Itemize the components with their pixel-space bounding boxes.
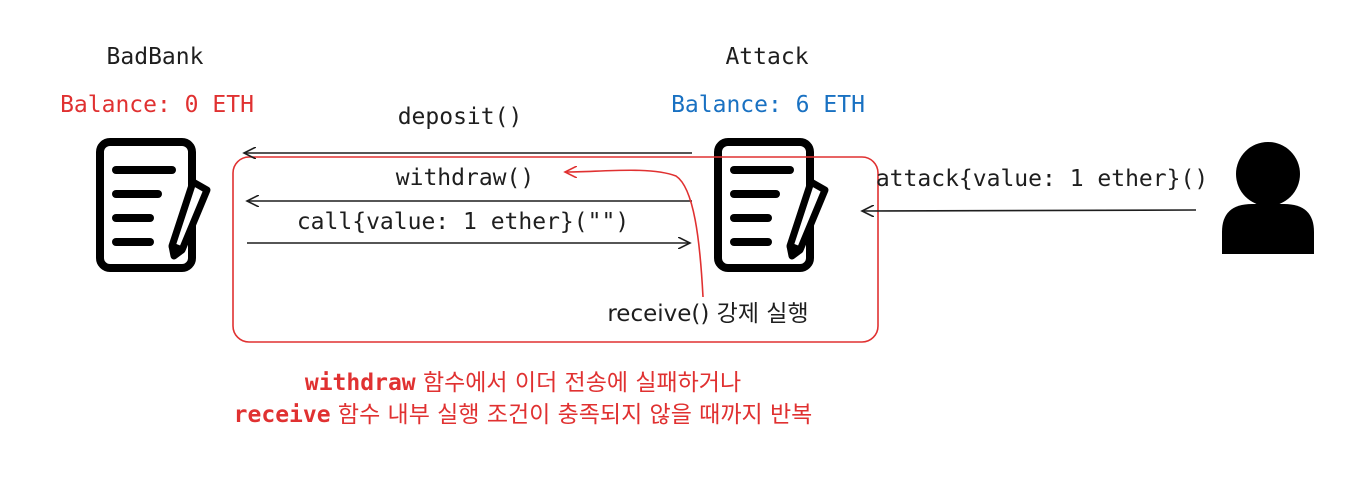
deposit-label: deposit() [398,104,523,130]
call-value-label: call{value: 1 ether}("") [297,209,629,235]
attack-call-label: attack{value: 1 ether}() [876,166,1208,192]
reentrancy-loop-box [232,156,879,343]
badbank-title: BadBank [107,44,204,70]
note-line-2-text: 함수 내부 실행 조건이 충족되지 않을 때까지 반복 [331,402,813,428]
attack-title: Attack [725,44,808,70]
attack-balance: Balance: 6 ETH [671,92,865,118]
reentrancy-loop-arrow [565,170,704,298]
contract-document-icon [100,142,207,268]
note-line-1: withdraw 함수에서 이더 전송에 실패하거나 [305,370,741,396]
receive-label: receive() 강제 실행 [607,301,808,327]
note-line-2: receive 함수 내부 실행 조건이 충족되지 않을 때까지 반복 [234,402,813,428]
withdraw-label: withdraw() [396,165,534,191]
note-keyword-withdraw: withdraw [305,370,416,396]
user-icon [1222,142,1314,254]
attack-call-arrow [862,210,1197,211]
badbank-balance: Balance: 0 ETH [60,92,254,118]
note-line-1-text: 함수에서 이더 전송에 실패하거나 [416,370,741,396]
contract-document-icon [718,142,825,268]
note-keyword-receive: receive [234,402,331,428]
